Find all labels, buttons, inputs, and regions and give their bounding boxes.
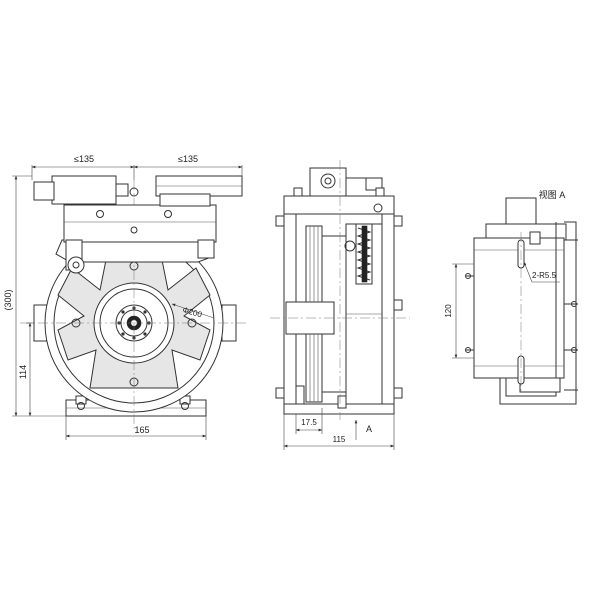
side-right-plate [381,213,395,405]
top-mount [309,167,347,199]
dim-top-widths: ≤135 ≤135 [31,154,243,180]
brake-roller-left [67,256,85,274]
dim-114: 114 [18,365,28,379]
dim-base-width: 165 [65,416,207,440]
dim-right-half-width: ≤135 [178,154,198,164]
side-view: 17.5 A 115 [270,160,410,450]
dim-groove-offset: 17.5 [295,408,323,434]
dim-2-r5-5: 2-R5.5 [532,271,557,280]
brake-spring [344,223,373,285]
dim-axis-height: 114 [18,322,34,417]
dim-115: 115 [333,435,346,444]
side-top-frame [283,195,395,215]
dim-17-5: 17.5 [301,418,317,427]
dim-120: 120 [444,304,453,318]
dim-height: (300) [3,289,13,310]
dim-slot-spacing: 120 [444,263,474,359]
view-a: 视图 A 120 [444,189,578,405]
view-a-bracket [499,221,577,405]
view-a-title: 视图 A [539,189,566,200]
view-a-cap [505,197,537,227]
dim-depth: 115 [283,414,395,450]
arrow-a-label: A [366,424,372,434]
encoder-box [51,175,117,205]
upper-frame [63,204,217,243]
front-view: ≤135 ≤135 (300) 114 165 Φ200 [3,154,248,440]
view-arrow-a: A [354,419,372,440]
dim-slot-radius: 2-R5.5 [523,261,560,283]
dim-165: 165 [134,425,149,435]
dim-left-half-width: ≤135 [74,154,94,164]
base-bolt-left [75,395,87,410]
dim-total-height: (300) [3,175,66,417]
